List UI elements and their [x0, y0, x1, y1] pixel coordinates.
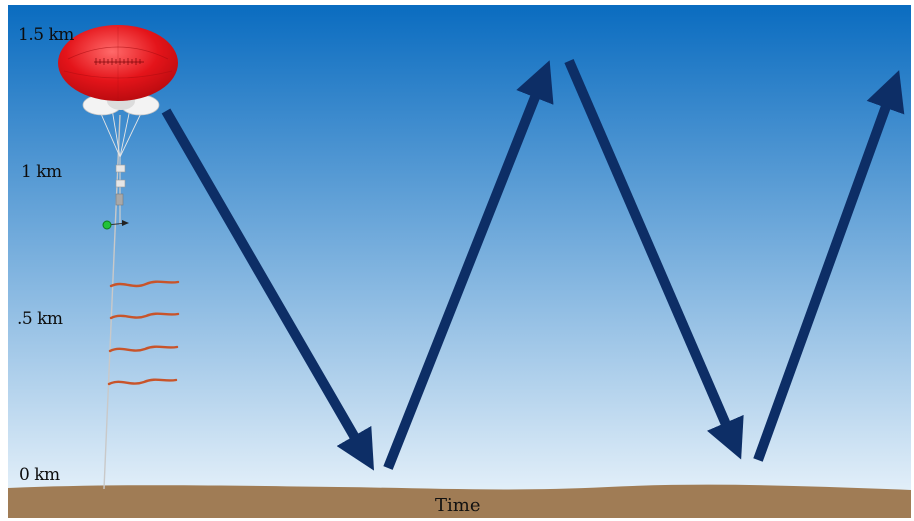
altitude-label-middle: .5 km [17, 309, 63, 329]
diagram-frame: 1.5 km 1 km .5 km 0 km Time [8, 5, 911, 518]
diagram-canvas [8, 5, 911, 518]
tether-line [103, 114, 121, 490]
altitude-label-top: 1.5 km [18, 25, 74, 45]
descent-arrow-1 [161, 108, 375, 471]
sensor-icon [102, 220, 129, 230]
ground [8, 484, 911, 518]
windsock-icon [107, 280, 180, 386]
altitude-label-upper: 1 km [21, 162, 62, 182]
profile-path [161, 59, 905, 471]
windsock-4 [107, 378, 178, 386]
windsock-3 [108, 345, 179, 353]
windsock-2 [109, 312, 180, 320]
altitude-label-bottom: 0 km [19, 465, 60, 485]
ascent-arrow-1 [383, 60, 554, 470]
kite-balloon-icon [58, 25, 178, 101]
ascent-arrow-2 [753, 70, 905, 462]
windsock-1 [109, 280, 180, 288]
x-axis-label: Time [435, 495, 481, 516]
instrument-package [115, 157, 126, 225]
descent-arrow-2 [564, 59, 744, 460]
